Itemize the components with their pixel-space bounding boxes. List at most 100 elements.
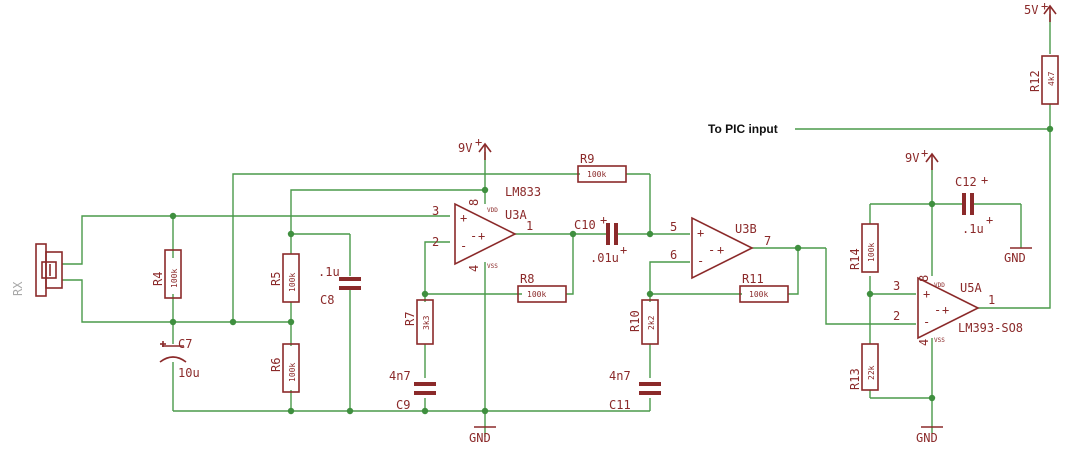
opamp-u3b: + - + - 5 6 7 U3B xyxy=(670,216,771,280)
u5-supply-plus: + xyxy=(921,146,928,160)
u5a-part: LM393-SO8 xyxy=(958,321,1023,335)
u3a-pin-out: 1 xyxy=(526,219,533,233)
u5a-pin-vdd: 8 xyxy=(917,275,931,282)
u3b-ref: U3B xyxy=(735,222,757,236)
u5-supply-label: 9V xyxy=(905,151,919,165)
junction xyxy=(287,230,295,238)
u3a-minus: - xyxy=(460,239,467,253)
u5a-ref: U5A xyxy=(960,281,982,295)
resistor-r14: 100k R14 xyxy=(848,223,879,273)
c12-plus-2: + xyxy=(986,213,993,227)
c10-ref: C10 xyxy=(574,218,596,232)
junction xyxy=(646,290,654,298)
c10-plus-2: + xyxy=(620,243,627,257)
ground-c12: GND xyxy=(1004,247,1032,265)
resistor-r11: 100k R11 xyxy=(739,272,789,303)
r6-value: 100k xyxy=(288,363,297,382)
u5a-vss: VSS xyxy=(934,337,945,344)
u3a-ref: U3A xyxy=(505,208,527,222)
u5a-plus-inner: + xyxy=(942,303,949,317)
u3a-pin-vdd: 8 xyxy=(467,199,481,206)
capacitor-c11: 4n7 C11 xyxy=(609,369,661,412)
r14-ref: R14 xyxy=(848,248,862,270)
capacitor-c12: C12 .1u + + xyxy=(955,173,993,236)
u3a-pin-vss: 4 xyxy=(467,265,481,272)
u3a-plus: + xyxy=(460,211,467,225)
u3a-vdd: VDD xyxy=(487,207,498,214)
supply-9v-u3: 9V + xyxy=(458,135,492,160)
u3a-part: LM833 xyxy=(505,185,541,199)
r5-ref: R5 xyxy=(269,272,283,286)
c11-value: 4n7 xyxy=(609,369,631,383)
junction xyxy=(169,318,177,326)
c12-plus: + xyxy=(981,173,988,187)
r10-ref: R10 xyxy=(628,310,642,332)
capacitor-c8: .1u C8 xyxy=(318,265,361,307)
c10-plus: + xyxy=(600,213,607,227)
r7-value: 3k3 xyxy=(422,315,431,330)
c8-ref: C8 xyxy=(320,293,334,307)
resistor-r5: 100k R5 xyxy=(269,253,300,303)
r12-value: 4k7 xyxy=(1047,71,1056,86)
c9-ref: C9 xyxy=(396,398,410,412)
r14-value: 100k xyxy=(867,243,876,262)
r4-ref: R4 xyxy=(151,272,165,286)
u3-supply-plus: + xyxy=(475,135,482,149)
r6-ref: R6 xyxy=(269,358,283,372)
junction xyxy=(1046,125,1054,133)
junction xyxy=(928,200,936,208)
connector-rx: RX xyxy=(11,243,63,297)
ground-u5: GND xyxy=(916,426,943,445)
r8-ref: R8 xyxy=(520,272,534,286)
capacitor-c9: 4n7 C9 xyxy=(389,369,436,412)
c11-ref: C11 xyxy=(609,398,631,412)
c12-value: .1u xyxy=(962,222,984,236)
u5a-pin-vss: 4 xyxy=(917,339,931,346)
junction xyxy=(421,290,429,298)
wires xyxy=(62,14,1051,437)
r9-ref: R9 xyxy=(580,152,594,166)
resistor-r10: 2k2 R10 xyxy=(628,299,659,345)
resistor-r13: 22k R13 xyxy=(848,343,879,391)
u3b-pin-out: 7 xyxy=(764,234,771,248)
u3b-minus-inner: - xyxy=(708,243,715,257)
u5a-pin-noninv: 3 xyxy=(893,279,900,293)
pic-input-label: To PIC input xyxy=(708,122,778,136)
junction xyxy=(866,290,874,298)
r11-ref: R11 xyxy=(742,272,764,286)
resistor-r8: 100k R8 xyxy=(517,272,567,303)
comparator-u5a: + - + - 3 2 1 8 4 VDD VSS U5A LM393-SO8 xyxy=(893,275,1023,346)
r12-ref: R12 xyxy=(1028,70,1042,92)
u3a-plus-inner: + xyxy=(478,229,485,243)
c7-ref: C7 xyxy=(178,337,192,351)
u3a-vss: VSS xyxy=(487,263,498,270)
ground-u3: GND xyxy=(469,426,496,445)
r13-value: 22k xyxy=(867,365,876,380)
gnd-u3-label: GND xyxy=(469,431,491,445)
capacitor-c7: C7 10u xyxy=(159,337,200,380)
u3a-minus-inner: - xyxy=(470,229,477,243)
r13-ref: R13 xyxy=(848,368,862,390)
r10-value: 2k2 xyxy=(647,315,656,330)
gnd-u5-label: GND xyxy=(916,431,938,445)
pullup-supply-plus: + xyxy=(1041,0,1048,13)
junction xyxy=(287,407,295,415)
u3a-pin-inv: 2 xyxy=(432,235,439,249)
resistor-r6: 100k R6 xyxy=(269,343,300,393)
supply-9v-u5: 9V + xyxy=(905,146,939,170)
capacitor-c10: C10 .01u + + xyxy=(574,213,627,265)
u3a-pin-noninv: 3 xyxy=(432,204,439,218)
r4-value: 100k xyxy=(170,269,179,288)
c10-value: .01u xyxy=(590,251,619,265)
r5-value: 100k xyxy=(288,273,297,292)
r11-value: 100k xyxy=(749,290,768,299)
junction xyxy=(481,186,489,194)
u5a-vdd: VDD xyxy=(934,282,945,289)
junction xyxy=(794,244,802,252)
junction xyxy=(646,230,654,238)
junction xyxy=(928,394,936,402)
u5a-pin-inv: 2 xyxy=(893,309,900,323)
resistor-r12: 4k7 R12 xyxy=(1028,55,1059,105)
c8-value: .1u xyxy=(318,265,340,279)
